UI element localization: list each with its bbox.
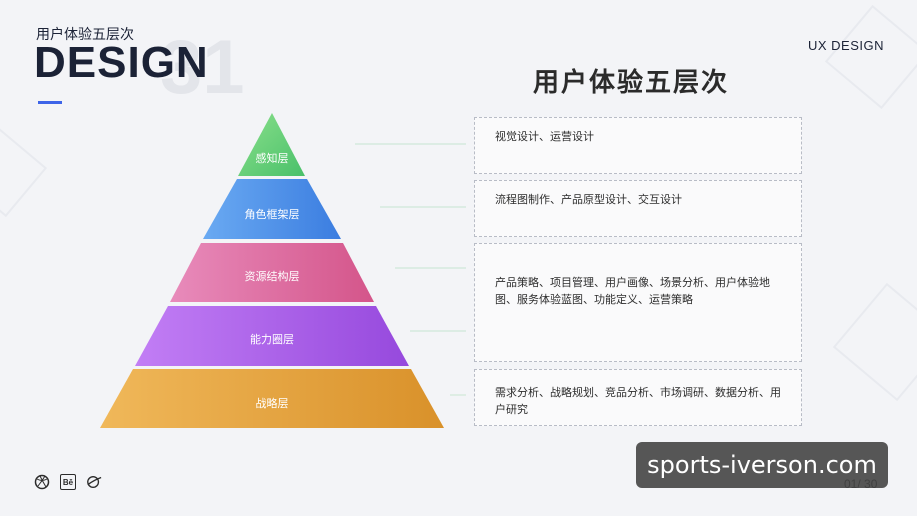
description-text: 视觉设计、运营设计 <box>495 130 594 143</box>
description-text: 需求分析、战略规划、竞品分析、市场调研、数据分析、用户研究 <box>495 386 781 416</box>
pyramid-layer-2 <box>203 179 341 239</box>
layer-label: 战略层 <box>255 397 289 410</box>
description-box: 视觉设计、运营设计 <box>474 117 802 174</box>
dribbble-icon[interactable] <box>34 474 50 490</box>
description-box: 产品策略、项目管理、用户画像、场景分析、用户体验地图、服务体验蓝图、功能定义、运… <box>474 243 802 362</box>
description-text: 流程图制作、产品原型设计、交互设计 <box>495 193 682 206</box>
layer-label: 能力圈层 <box>250 333 294 346</box>
behance-icon-text: Bē <box>62 477 74 487</box>
footer-icons: Bē <box>34 474 102 490</box>
pyramid-layer-3 <box>170 243 374 302</box>
description-box: 需求分析、战略规划、竞品分析、市场调研、数据分析、用户研究 <box>474 369 802 426</box>
header-title: DESIGN <box>34 38 209 87</box>
pyramid-layer-4 <box>135 306 409 366</box>
layer-label: 角色框架层 <box>244 208 300 221</box>
connector-lines <box>355 143 466 396</box>
ux-design-label: UX DESIGN <box>808 38 885 53</box>
accent-line <box>38 101 62 104</box>
pyramid-layer-1 <box>238 113 305 176</box>
pyramid-layer-5 <box>100 369 444 428</box>
watermark-overlay: sports-iverson.com <box>636 442 888 488</box>
layer-label: 感知层 <box>255 152 289 165</box>
behance-icon[interactable]: Bē <box>60 474 76 490</box>
description-box: 流程图制作、产品原型设计、交互设计 <box>474 180 802 237</box>
layer-label: 资源结构层 <box>244 270 300 283</box>
description-text: 产品策略、项目管理、用户画像、场景分析、用户体验地图、服务体验蓝图、功能定义、运… <box>495 276 770 306</box>
header-subtitle: 用户体验五层次 <box>36 26 134 42</box>
background-ghost-number: 31 <box>160 25 245 110</box>
diagram-title: 用户体验五层次 <box>533 68 730 98</box>
zcool-icon[interactable] <box>86 474 102 490</box>
